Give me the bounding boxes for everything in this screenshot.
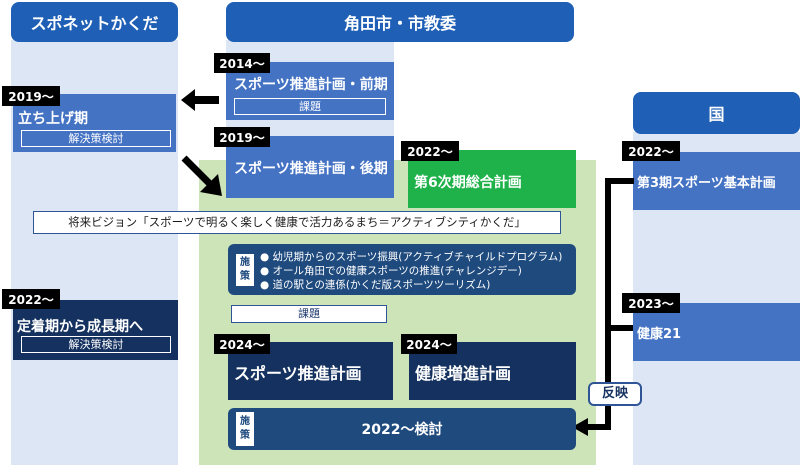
measures-review-box: 施策 2022～検討	[228, 408, 576, 450]
health21-title: 健康21	[637, 327, 682, 342]
measure-item: ● 幼児期からのスポーツ振興(アクティブチャイルドプログラム)	[260, 251, 563, 263]
sports-plan-2024-box: スポーツ推進計画	[228, 342, 393, 400]
measures-review-label-text: 施策	[240, 416, 250, 441]
growth-phase-title: 定着期から成長期へ	[17, 319, 143, 335]
year-tag: 2022～	[622, 141, 680, 161]
reflect-label: 反映	[588, 382, 642, 406]
issue-bar: 課題	[231, 305, 387, 323]
arrow-down-right-icon	[181, 155, 222, 196]
sports-plan-2024-title: スポーツ推進計画	[234, 364, 362, 383]
comprehensive-plan-title: 第6次期総合計画	[414, 175, 522, 191]
year-tag: 2023～	[622, 293, 680, 313]
year-tag: 2022～	[2, 289, 60, 309]
sponet-header: スポネットかくだ	[11, 2, 178, 42]
measure-item: ● オール角田での健康スポーツの推進(チャレンジデー)	[260, 265, 522, 277]
national-header: 国	[633, 92, 800, 134]
measures-label-text: 施策	[240, 257, 250, 282]
startup-phase-title: 立ち上げ期	[18, 111, 88, 127]
national-sports-plan-box: 第3期スポーツ基本計画	[633, 152, 800, 210]
national-sports-plan-title: 第3期スポーツ基本計画	[637, 176, 776, 191]
arrow-left-icon	[181, 89, 219, 111]
vision-statement: 将来ビジョン「スポーツで明るく楽しく健康で活力あるまち＝アクティブシティかくだ」	[33, 211, 561, 234]
year-tag: 2024～	[214, 334, 270, 354]
startup-phase-box: 立ち上げ期 解決策検討	[13, 94, 176, 152]
measures-box: 施策 ● 幼児期からのスポーツ振興(アクティブチャイルドプログラム) ● オール…	[228, 244, 576, 295]
startup-phase-solution: 解決策検討	[21, 130, 171, 147]
sports-plan-late-title: スポーツ推進計画・後期	[234, 161, 388, 177]
sports-plan-early-issue: 課題	[234, 98, 386, 115]
health-plan-2024-title: 健康増進計画	[415, 364, 512, 383]
measures-label: 施策	[236, 254, 254, 286]
city-header: 角田市・市教委	[226, 2, 574, 42]
year-tag: 2014～	[214, 53, 270, 73]
year-tag: 2022～	[401, 141, 459, 161]
measures-review-title: 2022～検討	[361, 422, 443, 438]
year-tag: 2019～	[2, 86, 60, 106]
growth-phase-solution: 解決策検討	[21, 336, 171, 353]
reflect-connector	[572, 178, 634, 436]
year-tag: 2019～	[214, 127, 270, 147]
growth-phase-box: 定着期から成長期へ 解決策検討	[13, 300, 178, 360]
year-tag: 2024～	[401, 334, 457, 354]
measure-item: ● 道の駅との連係(かくだ版スポーツツーリズム)	[260, 279, 491, 291]
measures-review-label: 施策	[236, 412, 254, 446]
sports-plan-early-title: スポーツ推進計画・前期	[234, 77, 388, 93]
